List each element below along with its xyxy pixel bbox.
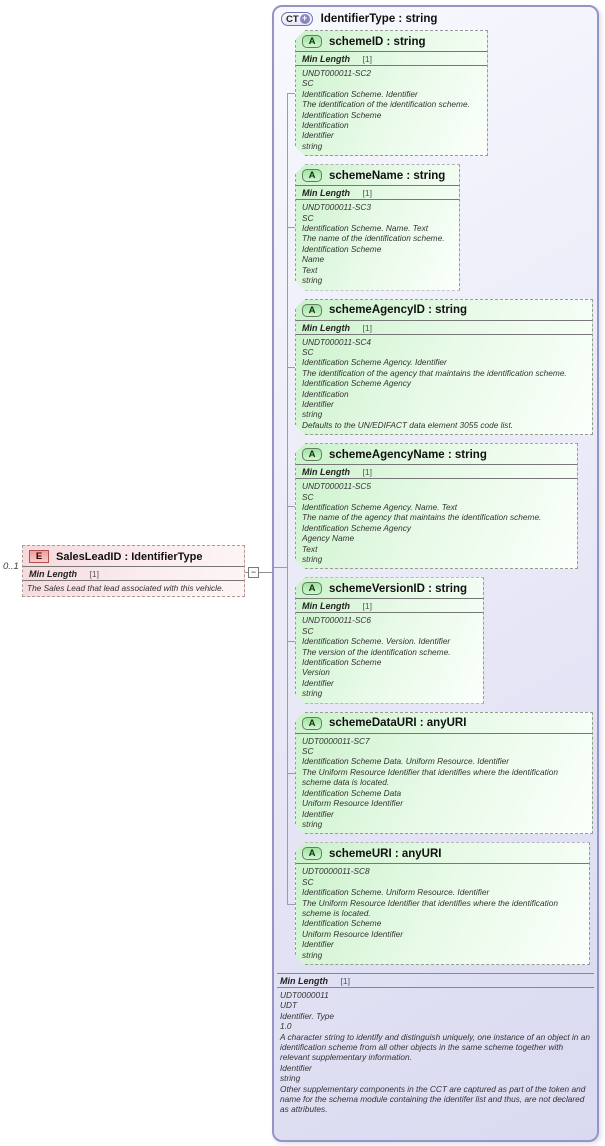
complex-type-container-identifiertype[interactable]: CT + IdentifierType : string A schemeID …	[272, 5, 599, 1142]
attribute-header: A schemeDataURI : anyURI	[296, 713, 592, 734]
attribute-annotation: UDT0000011-SC8 SC Identification Scheme.…	[302, 866, 558, 960]
cardinality-label: 0..1	[3, 561, 19, 572]
element-annotation: The Sales Lead that lead associated with…	[27, 583, 224, 593]
attribute-title: schemeVersionID : string	[329, 582, 468, 595]
facet-row: Min Length [1]	[296, 599, 483, 613]
attribute-wrap: A schemeURI : anyURI UDT0000011-SC8 SC I…	[274, 833, 597, 965]
attribute-header: A schemeAgencyName : string	[296, 444, 577, 465]
element-header: E SalesLeadID : IdentifierType	[23, 546, 244, 566]
attribute-header: A schemeID : string	[296, 31, 487, 52]
complex-type-facet-row: Min Length [1]	[277, 972, 594, 988]
attribute-icon: A	[302, 35, 322, 48]
attribute-title: schemeID : string	[329, 35, 426, 48]
element-title: SalesLeadID : IdentifierType	[56, 550, 203, 563]
tree-entry-line	[274, 567, 288, 568]
attribute-annotation: UNDT000011-SC2 SC Identification Scheme.…	[302, 68, 470, 151]
attribute-icon: A	[302, 847, 322, 860]
attribute-box-schemename[interactable]: A schemeName : string Min Length [1] UND…	[295, 164, 460, 290]
attribute-box-schemeagencyname[interactable]: A schemeAgencyName : string Min Length […	[295, 443, 578, 569]
complex-type-header: CT + IdentifierType : string	[274, 7, 597, 30]
attribute-wrap: A schemeID : string Min Length [1] UNDT0…	[274, 30, 597, 166]
attribute-title: schemeDataURI : anyURI	[329, 717, 467, 730]
attribute-box-schemedatauri[interactable]: A schemeDataURI : anyURI UDT0000011-SC7 …	[295, 712, 593, 835]
attribute-title: schemeAgencyID : string	[329, 304, 468, 316]
attribute-box-schemeagencyid[interactable]: A schemeAgencyID : string Min Length [1]…	[295, 299, 593, 436]
attribute-wrap: A schemeName : string Min Length [1] UND…	[274, 155, 597, 300]
complex-type-annotation: UDT0000011 UDT Identifier. Type 1.0 A ch…	[280, 989, 590, 1115]
element-facet-row: Min Length [1]	[23, 566, 244, 581]
attribute-box-schemeid[interactable]: A schemeID : string Min Length [1] UNDT0…	[295, 30, 488, 156]
attribute-title: schemeAgencyName : string	[329, 448, 487, 461]
attribute-annotation: UNDT000011-SC6 SC Identification Scheme.…	[302, 615, 451, 699]
complex-type-title: IdentifierType : string	[320, 13, 438, 25]
attribute-annotation: UNDT000011-SC3 SC Identification Scheme.…	[302, 202, 445, 286]
attribute-list: A schemeID : string Min Length [1] UNDT0…	[274, 30, 597, 965]
attribute-title: schemeURI : anyURI	[329, 847, 442, 860]
element-node-salesleadid[interactable]: E SalesLeadID : IdentifierType Min Lengt…	[22, 545, 245, 598]
facet-row: Min Length [1]	[296, 321, 592, 335]
attribute-title: schemeName : string	[329, 169, 446, 182]
attribute-wrap: A schemeDataURI : anyURI UDT0000011-SC7 …	[274, 702, 597, 843]
facet-row: Min Length [1]	[296, 52, 487, 66]
attribute-box-schemeversionid[interactable]: A schemeVersionID : string Min Length [1…	[295, 577, 484, 703]
attribute-icon: A	[302, 304, 322, 317]
attribute-icon: A	[302, 717, 322, 730]
attribute-icon: A	[302, 169, 322, 182]
complex-type-icon: CT +	[281, 12, 313, 26]
element-icon: E	[29, 550, 49, 563]
attribute-annotation: UNDT000011-SC4 SC Identification Scheme …	[302, 336, 567, 430]
attribute-header: A schemeName : string	[296, 165, 459, 186]
plus-icon: +	[299, 14, 310, 24]
attribute-header: A schemeVersionID : string	[296, 578, 483, 599]
attribute-icon: A	[302, 582, 322, 595]
attribute-annotation: UNDT000011-SC5 SC Identification Scheme …	[302, 481, 542, 564]
attribute-wrap: A schemeVersionID : string Min Length [1…	[274, 568, 597, 713]
attribute-annotation: UDT0000011-SC7 SC Identification Scheme …	[302, 735, 558, 829]
attribute-box-schemeuri[interactable]: A schemeURI : anyURI UDT0000011-SC8 SC I…	[295, 842, 590, 965]
attribute-wrap: A schemeAgencyID : string Min Length [1]…	[274, 289, 597, 444]
attribute-header: A schemeAgencyID : string	[296, 300, 592, 321]
collapse-toggle-icon[interactable]: −	[248, 567, 259, 578]
facet-row: Min Length [1]	[296, 186, 459, 200]
attribute-header: A schemeURI : anyURI	[296, 843, 589, 864]
facet-row: Min Length [1]	[296, 465, 577, 479]
attribute-wrap: A schemeAgencyName : string Min Length […	[274, 434, 597, 579]
attribute-icon: A	[302, 448, 322, 461]
